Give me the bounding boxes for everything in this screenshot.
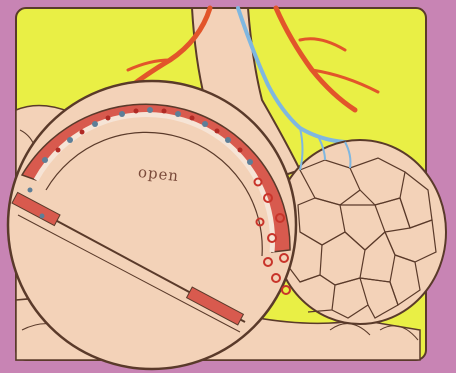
alveolus-cutaway (8, 81, 296, 369)
